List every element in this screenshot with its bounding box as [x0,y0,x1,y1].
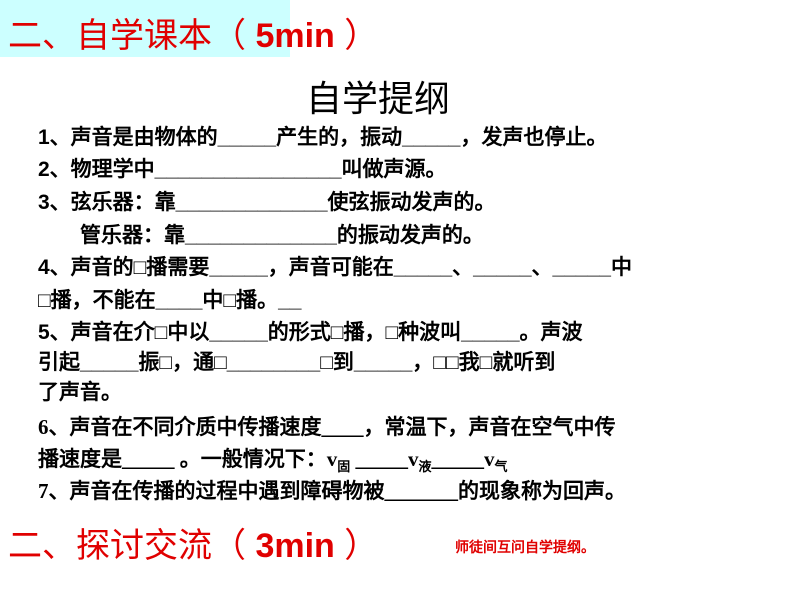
heading-text: 二、探讨交流（ [8,527,256,565]
outline-line-5b: 引起_____振□，通□________□到_____，□□我□就听到 [38,351,556,374]
outline-line-4: 4、声音的□播需要_____，声音可能在_____、_____、_____中 [38,256,632,279]
outline-line-2: 2、物理学中________________叫做声源。 [38,158,447,181]
v-liquid: v [408,447,419,471]
outline-line-3b: 管乐器：靠_____________的振动发声的。 [80,224,484,247]
heading-time: 5min [255,17,335,55]
sub-liquid: 液 [418,459,432,475]
outline-line-1: 1、声音是由物体的_____产生的，振动_____，发声也停止。 [38,126,608,149]
outline-line-6: 6、声音在不同介质中传播速度____，常温下，声音在空气中传 [38,415,616,439]
section-heading-self-study: 二、自学课本（ 5min ） [8,8,378,57]
heading-text: 二、自学课本（ [8,17,256,55]
outline-line-3: 3、弦乐器：靠_____________使弦振动发声的。 [38,191,496,214]
outline-title: 自学提纲 [305,78,450,119]
sub-solid: 固 [337,459,351,475]
blank: _____ [350,447,409,471]
blank: _____ [431,447,485,471]
outline-line-5c: 了声音。 [38,381,122,404]
v-gas: v [484,447,495,471]
section-heading-discussion: 二、探讨交流（ 3min ） [8,518,378,567]
heading-suffix: ） [334,527,379,565]
outline-line-7: 7、声音在传播的过程中遇到障碍物被_______的现象称为回声。 [38,479,626,503]
discussion-note: 师徒间互问自学提纲。 [455,539,595,555]
sub-gas: 气 [494,459,508,475]
line-text: 播速度是_____ 。一般情况下： [38,447,327,471]
outline-line-6b: 播速度是_____ 。一般情况下：v固 _____v液_____v气 [38,446,508,480]
section-heading-background [0,0,290,57]
v-solid: v [326,447,338,471]
heading-time: 3min [255,527,335,565]
heading-suffix: ） [334,17,379,55]
outline-line-5: 5、声音在介□中以_____的形式□播，□种波叫_____。声波 [38,321,583,344]
outline-line-4b: □播，不能在____中□播。__ [38,289,302,312]
